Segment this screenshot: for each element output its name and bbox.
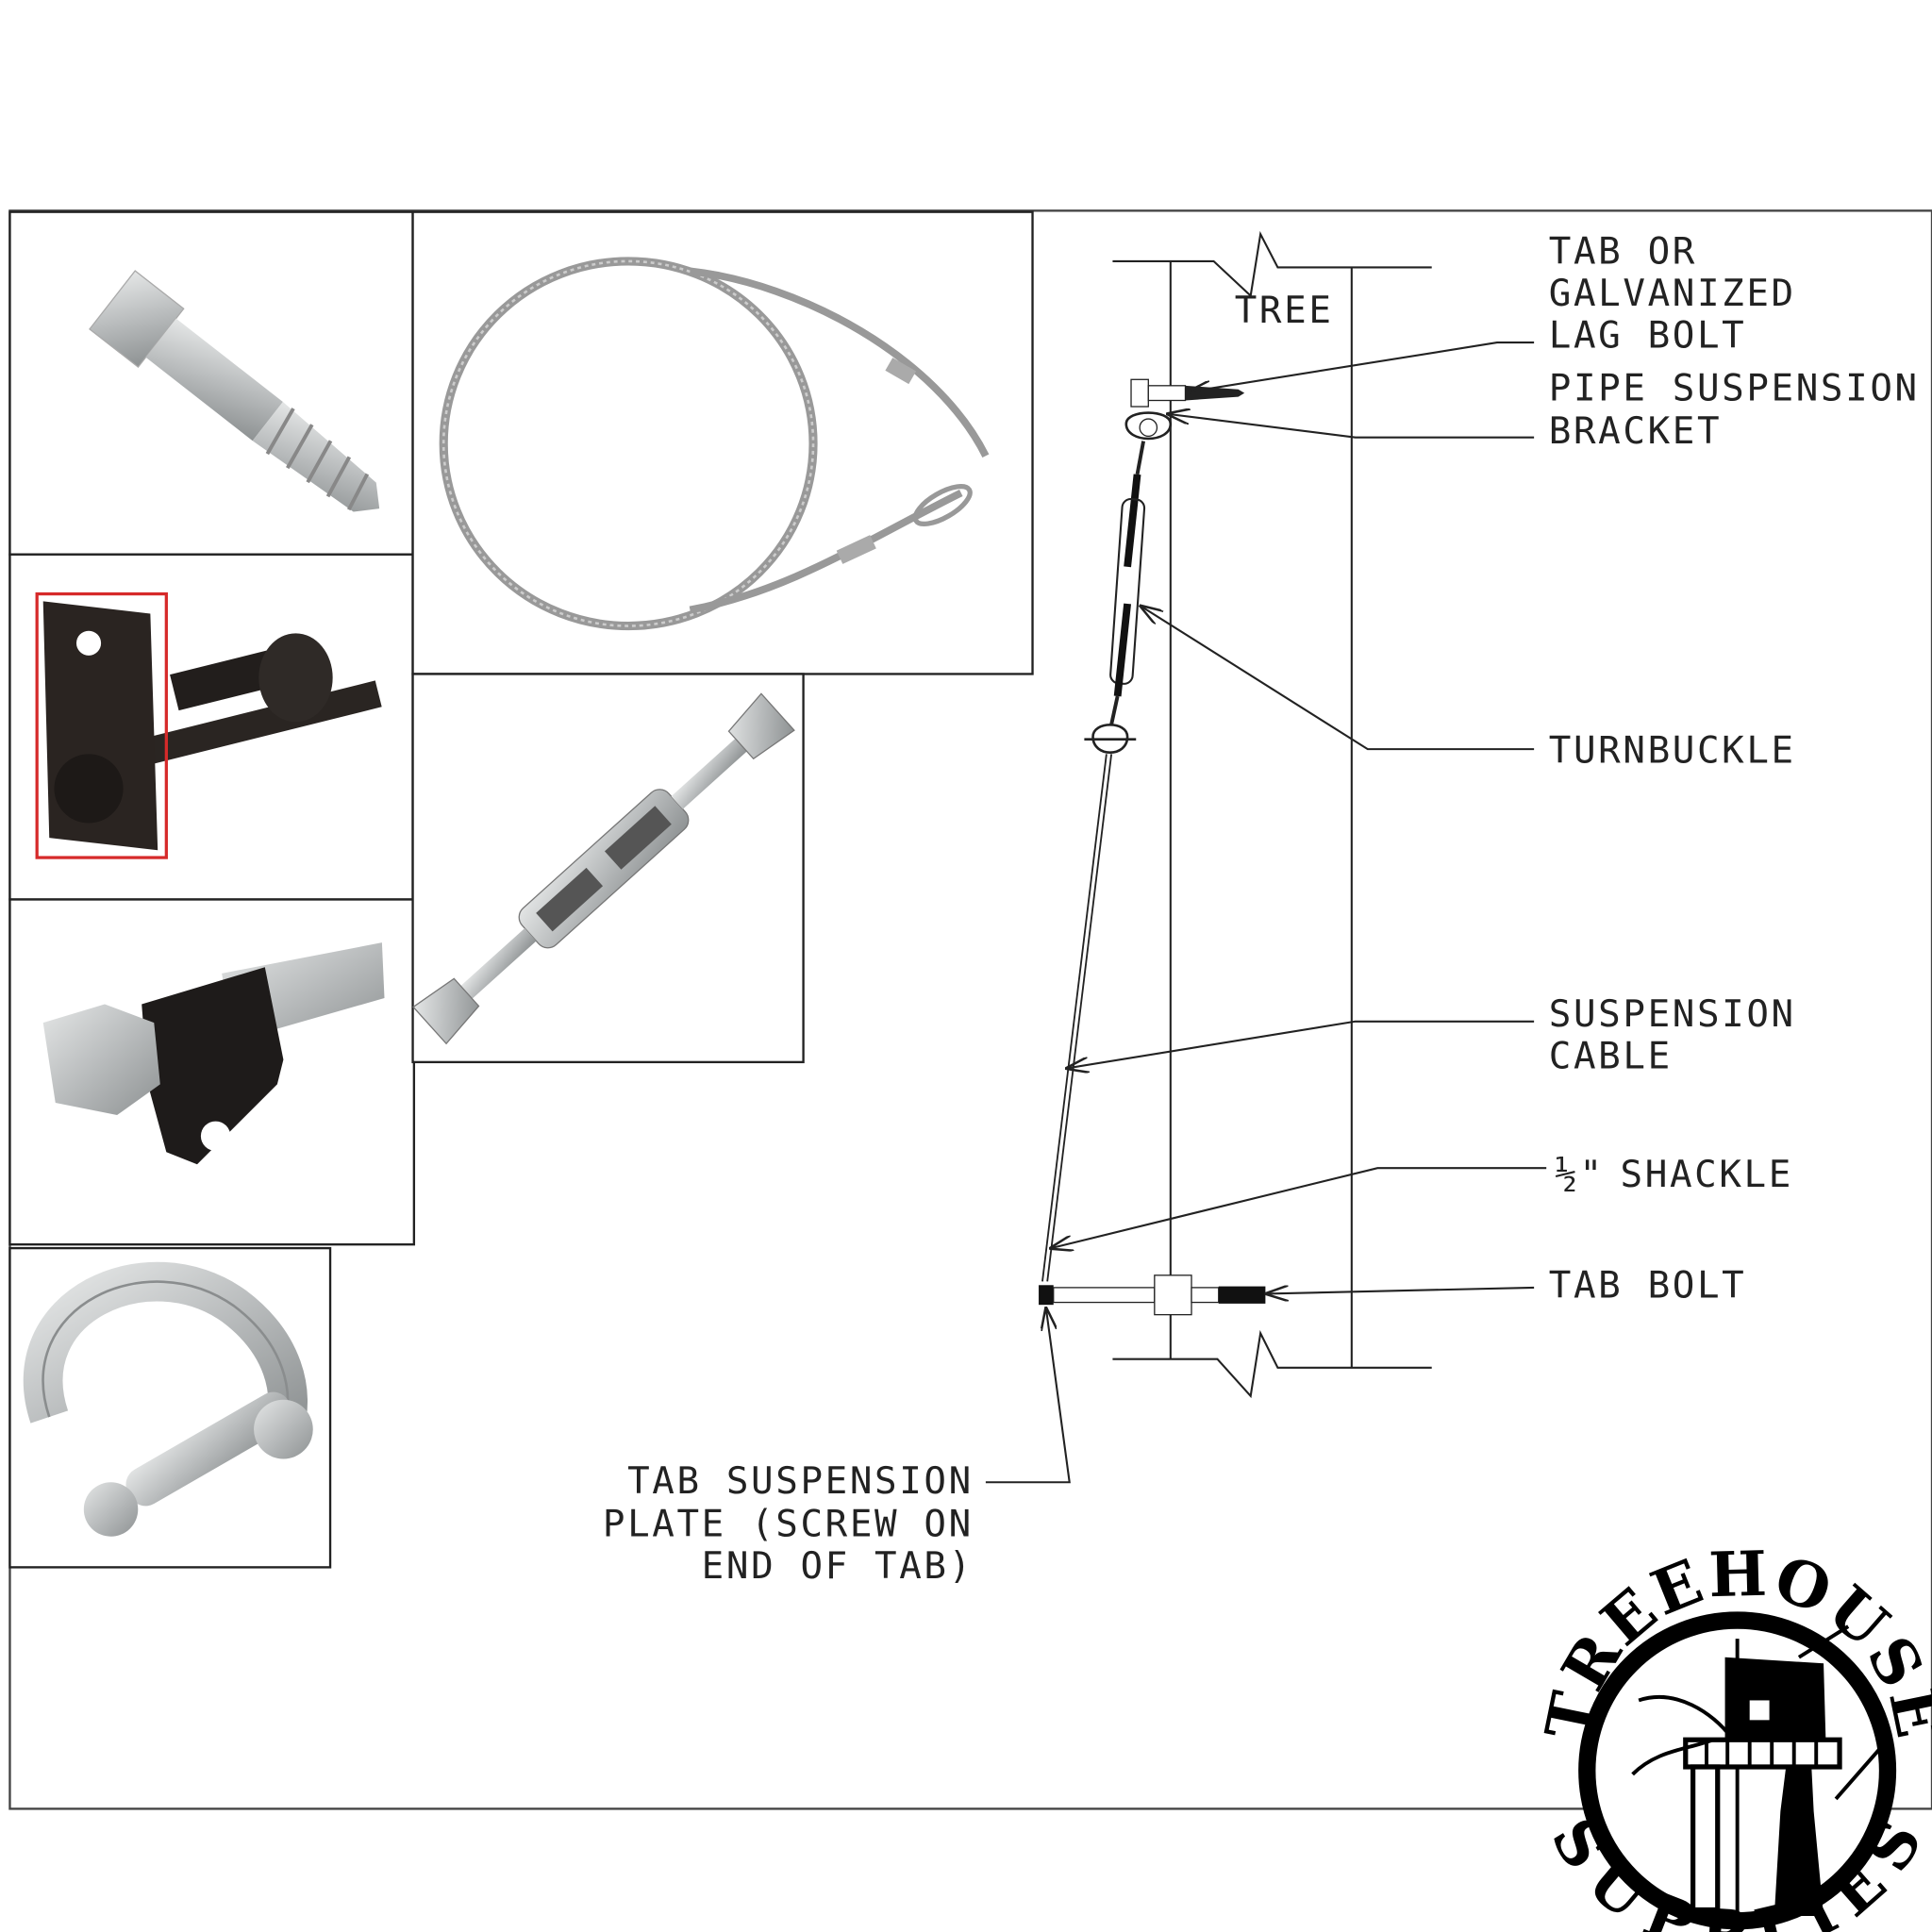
photo-lag-bolt xyxy=(8,210,414,556)
label-cable-2: CABLE xyxy=(1549,1035,1673,1077)
leader-bracket xyxy=(1168,414,1535,439)
leader-turnbuckle xyxy=(1141,607,1535,751)
photo-shackle xyxy=(8,1246,332,1569)
leader-lag-bolt xyxy=(1189,341,1535,391)
leader-tab-bolt xyxy=(1267,1288,1535,1294)
label-lag-bolt-1: TAB OR xyxy=(1549,231,1697,274)
turnbuckle-drawing xyxy=(1109,441,1146,725)
label-lag-bolt-3: LAG BOLT xyxy=(1549,314,1747,357)
suspension-cable-drawing xyxy=(1041,754,1113,1282)
label-cable-1: SUSPENSION xyxy=(1549,993,1796,1036)
bracket-drawing xyxy=(1124,411,1173,441)
treehouse-supplies-logo: TREEHOUSE SUPPLIES xyxy=(1532,1539,1932,1932)
label-bracket-1: PIPE SUSPENSION xyxy=(1549,367,1920,409)
photo-tab-bolt xyxy=(8,898,416,1246)
photo-pipe-suspension-bracket xyxy=(8,553,414,901)
label-tab-plate-1: TAB SUSPENSION xyxy=(627,1460,974,1503)
tree-label: TREE xyxy=(1235,290,1334,332)
tree-trunk xyxy=(1112,230,1432,1399)
label-bracket-2: BRACKET xyxy=(1549,410,1722,453)
label-shackle-fraction: ½" xyxy=(1555,1154,1604,1196)
leader-cable xyxy=(1067,1020,1535,1069)
leader-shackle xyxy=(1051,1167,1547,1248)
label-tab-plate-3: END OF TAB) xyxy=(702,1545,974,1588)
photo-turnbuckle xyxy=(411,673,805,1064)
shackle-drawing xyxy=(1084,724,1137,754)
label-shackle: SHACKLE xyxy=(1621,1154,1793,1196)
highlight-box xyxy=(35,591,168,859)
label-turnbuckle: TURNBUCKLE xyxy=(1549,729,1796,772)
label-lag-bolt-2: GALVANIZED xyxy=(1549,273,1796,315)
label-tab-bolt: TAB BOLT xyxy=(1549,1264,1747,1307)
tab-bolt-drawing xyxy=(1039,1274,1266,1316)
leader-tab-plate xyxy=(985,1308,1071,1484)
label-tab-plate-2: PLATE (SCREW ON xyxy=(603,1504,974,1546)
photo-suspension-cable xyxy=(411,210,1034,675)
lag-bolt-drawing xyxy=(1130,378,1245,408)
